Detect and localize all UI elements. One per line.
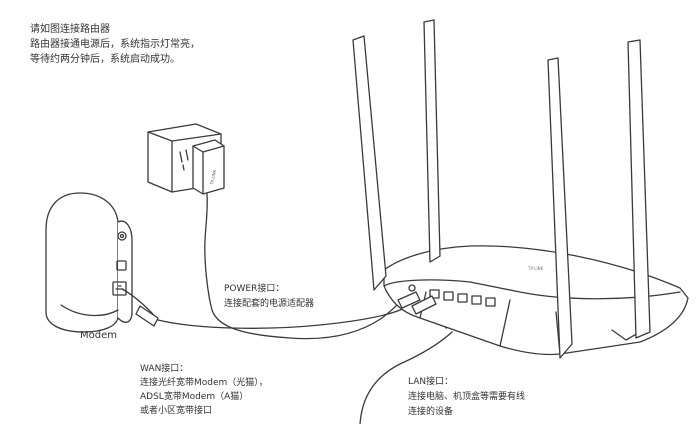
wan-cable bbox=[121, 288, 419, 329]
wan-plug-icon bbox=[135, 305, 159, 327]
antenna-right-1 bbox=[547, 57, 573, 359]
wan-router-plug-icon bbox=[411, 295, 437, 315]
power-port-label: POWER接口： 连接配套的电源适配器 bbox=[224, 282, 314, 312]
lan-port-desc: 连接的设备 bbox=[408, 407, 454, 417]
antenna-left-1 bbox=[352, 35, 387, 291]
power-plug-icon bbox=[397, 291, 421, 309]
modem-label: Modem bbox=[80, 330, 117, 341]
antenna-left-2 bbox=[423, 19, 441, 263]
wan-port-label: WAN接口： 连接光纤宽带Modem（光猫）， ADSL宽带Modem（A猫） … bbox=[140, 362, 268, 418]
antenna-right-2 bbox=[627, 39, 651, 339]
wan-port-title: WAN接口： bbox=[140, 364, 189, 374]
instruction-line: 等待约两分钟后，系统启动成功。 bbox=[30, 54, 180, 65]
power-cable bbox=[204, 193, 407, 340]
instruction-line: 路由器接通电源后，系统指示灯常亮， bbox=[30, 39, 200, 50]
lan-port-title: LAN接口： bbox=[408, 377, 454, 387]
router-brand-label: TP-LINK bbox=[527, 266, 544, 271]
wan-port-desc: ADSL宽带Modem（A猫） bbox=[140, 392, 249, 402]
wan-port-desc: 或者小区宽带接口 bbox=[140, 406, 213, 416]
modem-device bbox=[45, 192, 133, 333]
instructions-text: 请如图连接路由器 路由器接通电源后，系统指示灯常亮， 等待约两分钟后，系统启动成… bbox=[30, 22, 200, 67]
wan-port-desc: 连接光纤宽带Modem（光猫）， bbox=[140, 378, 268, 388]
lan-cable bbox=[359, 331, 453, 424]
power-port-title: POWER接口： bbox=[224, 284, 285, 294]
power-adapter bbox=[192, 139, 225, 195]
router-device bbox=[383, 245, 689, 356]
lan-port-desc: 连接电脑、机顶盒等需要有线 bbox=[408, 392, 526, 402]
instruction-line: 请如图连接路由器 bbox=[30, 24, 110, 35]
power-port-desc: 连接配套的电源适配器 bbox=[224, 299, 315, 309]
adapter-brand-label: TP-LINK bbox=[209, 169, 217, 186]
lan-port-label: LAN接口： 连接电脑、机顶盒等需要有线 连接的设备 bbox=[408, 375, 525, 420]
